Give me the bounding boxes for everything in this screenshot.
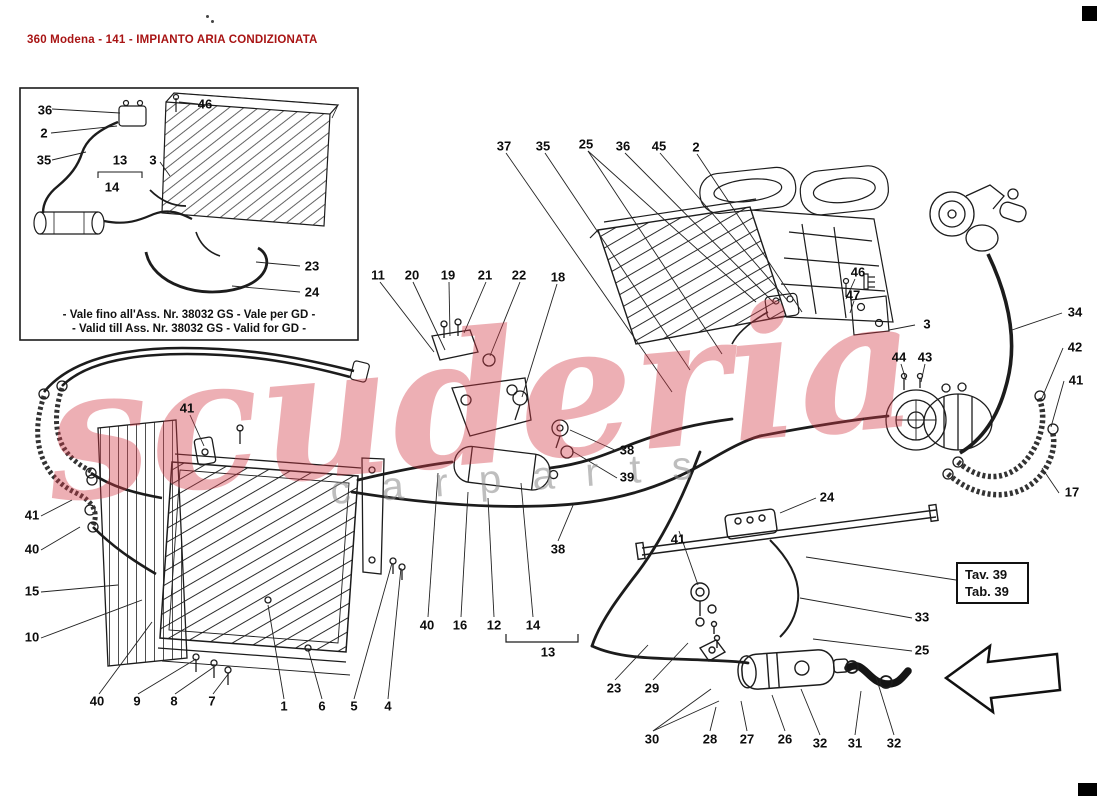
part-callout-6: 6 [318,698,326,714]
part-callout-3: 3 [149,152,157,168]
part-callout-16: 16 [452,617,468,633]
plate-line-2: Tab. 39 [965,584,1009,599]
part-callout-26: 26 [777,731,793,747]
part-callout-22: 22 [511,267,527,283]
part-callout-2: 2 [40,125,48,141]
part-callout-12: 12 [486,617,502,633]
part-callout-23: 23 [304,258,320,274]
receiver-drier [431,318,574,491]
caption-line-2: - Valid till Ass. Nr. 38032 GS - Valid f… [71,323,307,335]
part-callout-39: 39 [619,469,635,485]
corner-mark-top-right [1082,6,1097,21]
part-callout-11: 11 [371,267,385,283]
part-callout-46: 46 [197,96,213,112]
part-callout-8: 8 [170,693,178,709]
part-callout-14: 14 [525,617,541,633]
part-callout-23: 23 [606,680,622,696]
part-callout-43: 43 [917,349,933,365]
part-callout-14: 14 [104,179,120,195]
part-callout-35: 35 [36,152,52,168]
compressor [885,372,993,451]
part-callout-40: 40 [89,693,105,709]
inset-caption: - Vale fino all'Ass. Nr. 38032 GS - Vale… [24,308,354,336]
part-callout-41: 41 [179,400,195,416]
part-callout-24: 24 [819,489,835,505]
part-callout-15: 15 [24,583,40,599]
heater-pipes-and-pump [635,503,939,690]
water-pump [929,184,1027,455]
part-callout-35: 35 [535,138,551,154]
plate-line-1: Tav. 39 [965,567,1008,582]
part-callout-44: 44 [891,349,907,365]
flexible-hoses-left [35,346,370,576]
part-callout-40: 40 [24,541,40,557]
corner-mark-bottom-right [1078,783,1097,796]
group-brace-13 [505,634,579,643]
part-callout-32: 32 [812,735,828,751]
part-callout-17: 17 [1064,484,1080,500]
print-speck [211,20,214,23]
part-callout-24: 24 [304,284,320,300]
leader-lines [40,150,1065,736]
part-callout-42: 42 [1067,339,1083,355]
part-callout-36: 36 [37,102,53,118]
part-callout-1: 1 [280,698,288,714]
ac-hoses [350,414,890,665]
part-callout-25: 25 [914,642,930,658]
part-callout-31: 31 [847,735,863,751]
part-callout-40: 40 [419,617,435,633]
part-callout-27: 27 [739,731,755,747]
part-callout-13: 13 [112,152,128,168]
print-speck [206,15,209,18]
flexible-hoses-right [942,390,1059,498]
part-callout-3: 3 [923,316,931,332]
part-callout-13: 13 [540,644,556,660]
part-callout-5: 5 [350,698,358,714]
part-callout-34: 34 [1067,304,1083,320]
part-callout-36: 36 [615,138,631,154]
part-callout-7: 7 [208,693,216,709]
part-callout-41: 41 [24,507,40,523]
caption-line-1: - Vale fino all'Ass. Nr. 38032 GS - Vale… [62,309,316,321]
part-callout-19: 19 [440,267,456,283]
inset-leader-lines [50,101,301,293]
part-callout-9: 9 [133,693,141,709]
part-callout-41: 41 [1068,372,1084,388]
part-callout-37: 37 [496,138,512,154]
engine-assembly [589,165,894,345]
inset-early-version-diagram [19,87,359,341]
part-callout-29: 29 [644,680,660,696]
part-callout-41: 41 [670,531,686,547]
part-callout-33: 33 [914,609,930,625]
table-number-plate: Tav. 39 Tab. 39 [956,562,1029,604]
part-callout-20: 20 [404,267,420,283]
part-callout-18: 18 [550,269,566,285]
part-callout-45: 45 [651,138,667,154]
part-callout-28: 28 [702,731,718,747]
part-callout-30: 30 [644,731,660,747]
page-title: 360 Modena - 141 - IMPIANTO ARIA CONDIZI… [27,34,318,46]
part-callout-4: 4 [384,698,392,714]
direction-arrow [943,643,1062,715]
part-callout-46: 46 [850,264,866,280]
part-callout-32: 32 [886,735,902,751]
part-callout-2: 2 [692,139,700,155]
part-callout-38: 38 [550,541,566,557]
part-callout-21: 21 [477,267,493,283]
part-callout-38: 38 [619,442,635,458]
part-callout-47: 47 [845,287,861,303]
condenser-radiator [84,419,406,685]
part-callout-10: 10 [24,629,40,645]
part-callout-25: 25 [578,136,594,152]
